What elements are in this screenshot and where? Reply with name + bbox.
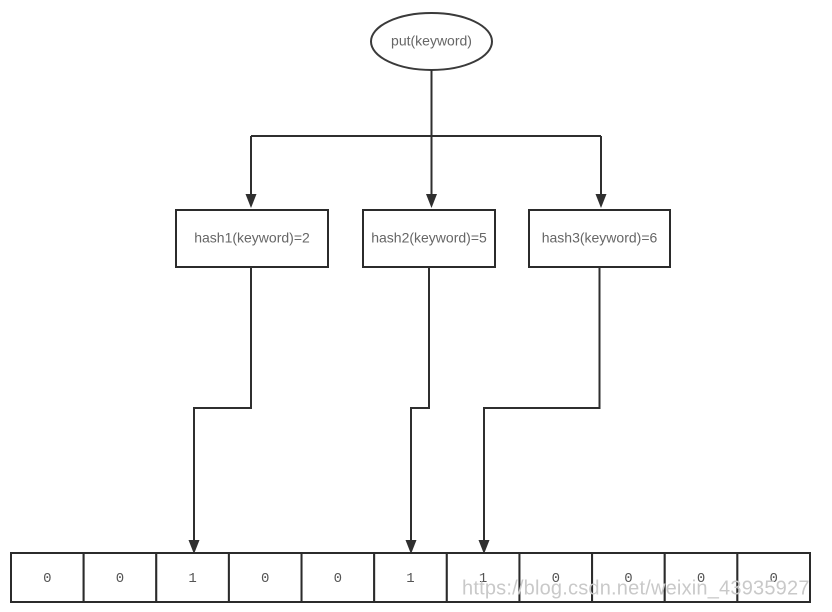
bit-array-cell-value: 1 xyxy=(479,571,487,587)
bit-array-cell[interactable]: 0 xyxy=(227,552,303,603)
bit-array-cell-box xyxy=(227,552,303,603)
hash-node-1[interactable]: hash1(keyword)=2 xyxy=(175,209,329,268)
entry-node-put-keyword[interactable]: put(keyword) xyxy=(370,12,493,71)
bit-array-cell-value: 1 xyxy=(406,571,414,587)
bit-array-cell-value: 0 xyxy=(769,571,777,587)
hash-node-3[interactable]: hash3(keyword)=6 xyxy=(528,209,671,268)
bit-array-cell-value: 0 xyxy=(552,571,560,587)
bit-array-cell[interactable]: 0 xyxy=(300,552,376,603)
arrowhead-to-hash2 xyxy=(426,194,437,208)
bit-array-cell-value: 0 xyxy=(334,571,342,587)
bit-array-cell-box xyxy=(155,552,230,603)
arrowhead-to-cell2 xyxy=(188,540,200,554)
entry-node-label: put(keyword) xyxy=(391,33,472,49)
bit-array-cell[interactable]: 0 xyxy=(736,552,812,603)
bit-array-cell[interactable]: 0 xyxy=(518,552,594,603)
bit-array-cell[interactable]: 1 xyxy=(445,552,521,603)
hash-to-bitarray-connectors xyxy=(188,267,601,554)
arrowhead-to-hash1 xyxy=(245,194,257,208)
bit-array-cell[interactable]: 0 xyxy=(663,552,739,603)
bit-array-table: 0 0 1 0 0 1 1 0 0 0 0 xyxy=(10,552,812,603)
bit-array-cell[interactable]: 1 xyxy=(155,552,230,603)
bit-array-cell-value: 0 xyxy=(43,571,51,587)
bit-array-cell[interactable]: 0 xyxy=(10,552,85,603)
arrowhead-to-cell6 xyxy=(478,540,490,554)
hash-node-2-label: hash2(keyword)=5 xyxy=(371,230,487,246)
connector-hash2-to-cell5 xyxy=(410,267,430,542)
hash-node-3-box xyxy=(528,209,671,268)
connector-hash1-to-cell2 xyxy=(193,267,252,542)
fanout-connector-group xyxy=(245,70,607,208)
bit-array-cell-value: 0 xyxy=(261,571,269,587)
bit-array-cell-value: 1 xyxy=(188,571,196,587)
bit-array-cell-box xyxy=(663,552,739,603)
hash-node-1-box xyxy=(175,209,329,268)
arrowhead-to-cell5 xyxy=(405,540,417,554)
bit-array-cell-value: 0 xyxy=(697,571,705,587)
hash-node-1-label: hash1(keyword)=2 xyxy=(194,230,310,246)
connector-hash3-to-cell6 xyxy=(483,267,601,542)
arrowhead-to-hash3 xyxy=(595,194,607,208)
bit-array-cell-box xyxy=(300,552,376,603)
bit-array-cell-box xyxy=(591,552,666,603)
bit-array-cell[interactable]: 0 xyxy=(82,552,158,603)
bit-array-cell-box xyxy=(518,552,594,603)
bit-array-cell-box xyxy=(82,552,158,603)
bit-array-cell[interactable]: 1 xyxy=(373,552,448,603)
bit-array-cell-box xyxy=(445,552,521,603)
bit-array-cell[interactable]: 0 xyxy=(591,552,666,603)
hash-node-2[interactable]: hash2(keyword)=5 xyxy=(362,209,496,268)
watermark-text: https://blog.csdn.net/weixin_43935927 xyxy=(462,577,810,599)
bit-array-cell-value: 0 xyxy=(116,571,124,587)
hash-node-3-label: hash3(keyword)=6 xyxy=(542,230,658,246)
bit-array-cell-box xyxy=(373,552,448,603)
bit-array-cell-box xyxy=(736,552,812,603)
bit-array-cell-value: 0 xyxy=(624,571,632,587)
